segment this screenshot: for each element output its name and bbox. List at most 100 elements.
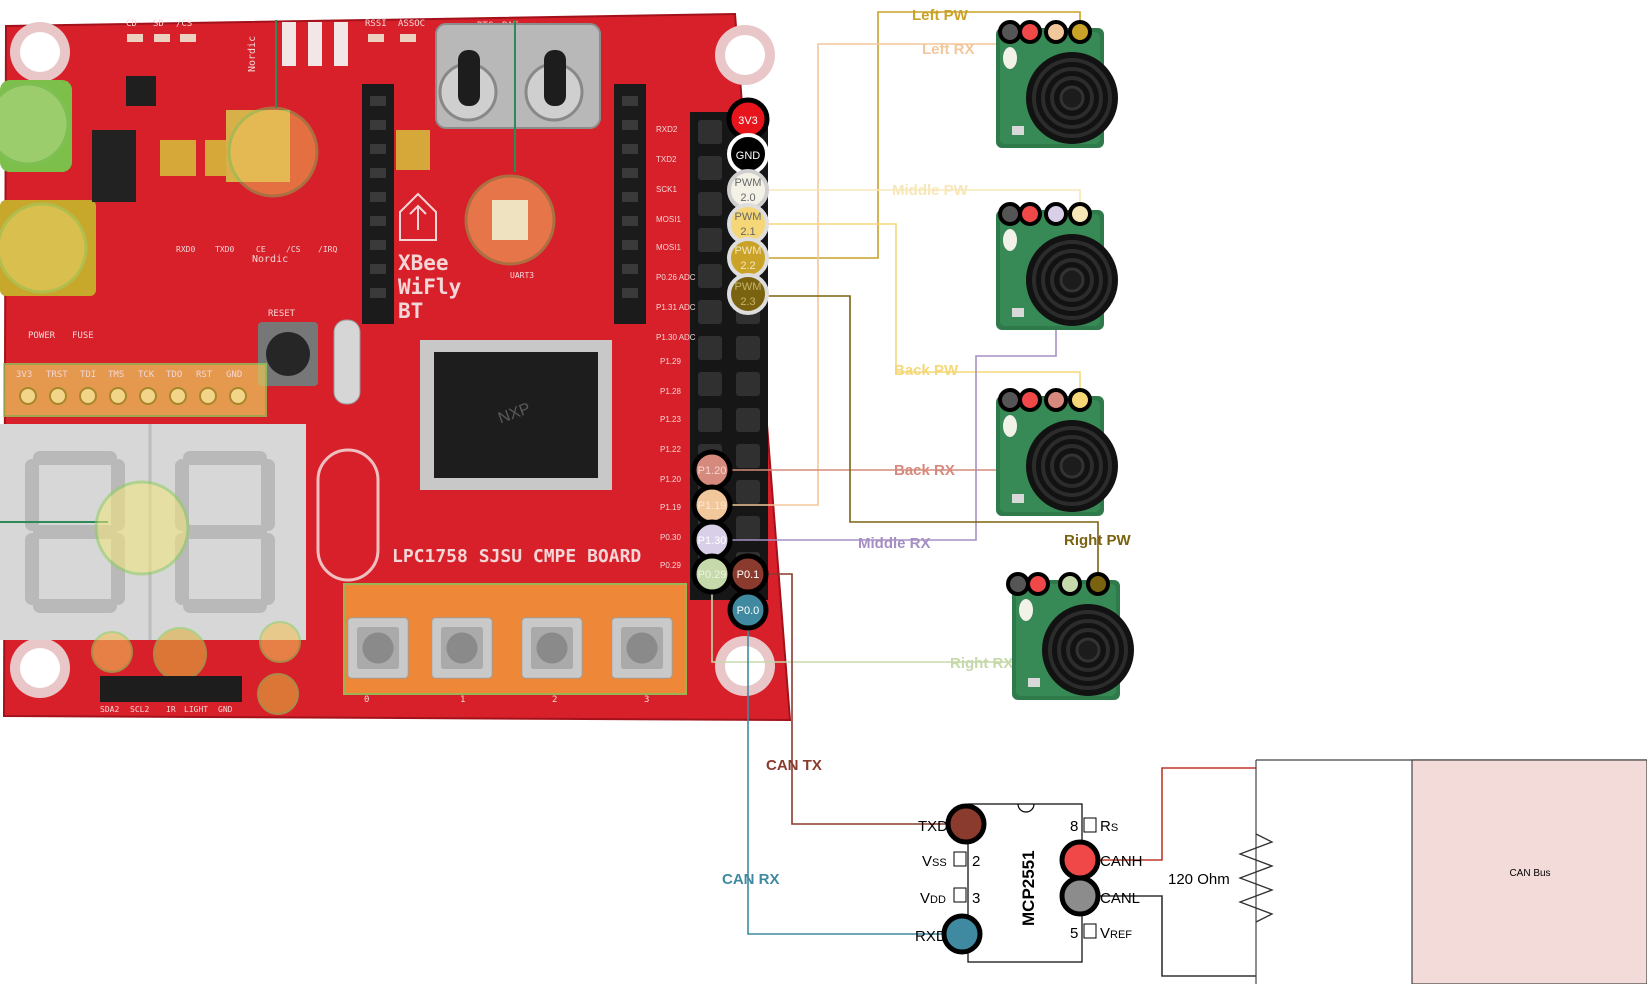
can-rx-label: CAN RX: [722, 871, 780, 888]
header-silk-label: P1.23: [660, 415, 681, 424]
txd-pin-dot: [945, 803, 987, 845]
pushbutton-icon: [431, 617, 493, 679]
svg-text:GND: GND: [736, 150, 761, 162]
misc-silk-label: POWER: [28, 331, 56, 341]
svg-text:PWM: PWM: [735, 245, 762, 257]
button-label: 3: [644, 695, 649, 705]
svg-text:P1.19: P1.19: [698, 500, 727, 512]
header-silk-label: MOSI1: [656, 243, 681, 252]
mcp2551-transceiver: MCP2551 TXD RXD VSS VDD 2 3 8 RS CANH CA…: [915, 803, 1143, 963]
can-bus-label: CAN Bus: [1509, 868, 1550, 879]
pin-p1-19: P1.19: [691, 484, 733, 526]
svg-text:2.3: 2.3: [740, 296, 755, 308]
svg-text:PWM: PWM: [735, 281, 762, 293]
pin-number: 2: [972, 853, 980, 870]
lpc1758-board: CD SD /CS RSSI ASSOC RTC BAT POWER FUSE …: [0, 12, 792, 722]
header-silk-label: P1.31 ADC: [656, 303, 696, 312]
svg-text:2.2: 2.2: [740, 260, 755, 272]
sensor-back: [994, 388, 1120, 518]
pin-p0-29: P0.29: [691, 553, 733, 595]
misc-silk-label: RXD0: [176, 245, 195, 254]
header-silk-label: P0.30: [660, 533, 681, 542]
pin-number: 5: [1070, 925, 1078, 942]
header-silk-label: P1.30 ADC: [656, 333, 696, 342]
pushbutton-icon: [521, 617, 583, 679]
bottom-silk-label: IR: [166, 705, 176, 714]
pin-number: 8: [1070, 818, 1078, 835]
nordic-label: Nordic: [252, 254, 288, 265]
jtag-label: 3V3: [16, 370, 32, 380]
header-silk-label: MOSI1: [656, 215, 681, 224]
button-label: 1: [460, 695, 465, 705]
jtag-label: GND: [226, 370, 242, 380]
pin-p0-1: P0.1: [727, 553, 769, 595]
svg-text:PWM: PWM: [735, 177, 762, 189]
button-label: 2: [552, 695, 557, 705]
coin-battery-holder-icon: [435, 20, 601, 172]
back-rx-label: Back RX: [894, 462, 955, 479]
bottom-silk-label: SCL2: [130, 705, 149, 714]
misc-silk-label: FUSE: [72, 331, 94, 341]
middle-rx-label: Middle RX: [858, 535, 931, 552]
pin-p1-20: P1.20: [691, 449, 733, 491]
pin-gnd: GND: [727, 133, 769, 175]
rxd-label: RXD: [915, 928, 947, 945]
header-silk-label: P1.22: [660, 445, 681, 454]
jtag-label: TDI: [80, 370, 96, 380]
pushbutton-icon: [347, 617, 409, 679]
jtag-label: TRST: [46, 370, 68, 380]
jtag-header: 3V3 TRST TDI TMS TCK TDO RST GND: [3, 363, 267, 417]
board-title: LPC1758 SJSU CMPE BOARD: [392, 546, 641, 567]
jtag-label: TDO: [166, 370, 182, 380]
header-silk-label: P0.26 ADC: [656, 273, 696, 282]
svg-text:PWM: PWM: [735, 211, 762, 223]
sensor-middle: [994, 202, 1120, 332]
sensor-left: [994, 20, 1120, 150]
svg-text:2.0: 2.0: [740, 192, 755, 204]
resistor-label: 120 Ohm: [1168, 871, 1230, 888]
left-pw-label: Left PW: [912, 7, 969, 24]
nordic-label: Nordic: [247, 36, 258, 72]
top-silk-label: RSSI: [365, 19, 387, 29]
header-silk-label: TXD2: [656, 155, 677, 164]
vref-label: VREF: [1100, 925, 1132, 942]
pin-markers: 3V3 GND PWM 2.0 PWM 2.1 PWM 2.2 PWM 2.3: [691, 97, 770, 631]
top-silk-label: ASSOC: [398, 19, 425, 29]
header-silk-label: SCK1: [656, 185, 677, 194]
ultrasonic-sensor-icon: [1010, 578, 1136, 702]
resistor-icon: [1238, 833, 1274, 923]
rs-label: RS: [1100, 818, 1118, 835]
back-pw-label: Back PW: [894, 362, 959, 379]
jtag-label: TMS: [108, 370, 124, 380]
button-label: 0: [364, 695, 369, 705]
left-rx-label: Left RX: [922, 41, 975, 58]
canh-pin-dot: [1059, 839, 1101, 881]
header-silk-label: P1.28: [660, 387, 681, 396]
voltage-regulator: [92, 130, 136, 202]
svg-text:P0.0: P0.0: [737, 605, 760, 617]
pin-3v3: 3V3: [726, 97, 770, 141]
top-silk-label: /CS: [176, 19, 192, 29]
pin-pwm-2-3: PWM 2.3: [727, 273, 769, 315]
right-rx-label: Right RX: [950, 655, 1013, 672]
bottom-silk-label: LIGHT: [184, 705, 208, 714]
misc-silk-label: RESET: [268, 309, 296, 319]
pin-pwm-2-0: PWM 2.0: [727, 169, 769, 211]
ultrasonic-sensor-icon: [994, 394, 1120, 518]
vdd-label: VDD: [920, 890, 946, 907]
xbee-label: WiFly: [398, 275, 462, 299]
misc-silk-label: CE: [256, 245, 266, 254]
header-silk-label: P1.19: [660, 503, 681, 512]
svg-text:P0.29: P0.29: [698, 569, 727, 581]
crystal-icon: [333, 319, 361, 405]
svg-text:2.1: 2.1: [740, 226, 755, 238]
can-tx-label: CAN TX: [766, 757, 822, 774]
microcontroller-chip-icon: NXP: [420, 340, 612, 490]
rxd-pin-dot: [941, 913, 983, 955]
canl-label: CANL: [1100, 890, 1140, 907]
top-silk-label: CD: [126, 19, 137, 29]
xbee-label: BT: [398, 299, 423, 323]
svg-text:P1.20: P1.20: [698, 465, 727, 477]
ultrasonic-sensor-icon: [994, 208, 1120, 332]
